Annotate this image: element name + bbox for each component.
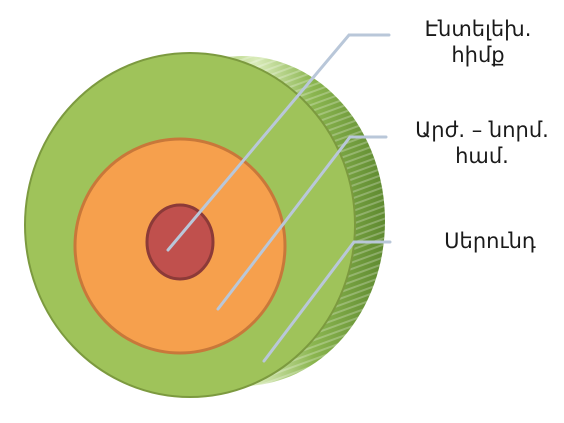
label-middle-line1: Արժ. – նորմ. [400,117,564,143]
label-outer-top-line1: Էնտելեխ. [414,16,542,42]
label-bottom: Սերունդ [426,228,554,254]
label-outer-top-line2: հիմք [414,42,542,68]
core-circle [147,205,213,279]
label-middle-line2: համ. [400,143,564,169]
label-outer-top: Էնտելեխ. հիմք [414,16,542,68]
label-middle: Արժ. – նորմ. համ. [400,117,564,169]
